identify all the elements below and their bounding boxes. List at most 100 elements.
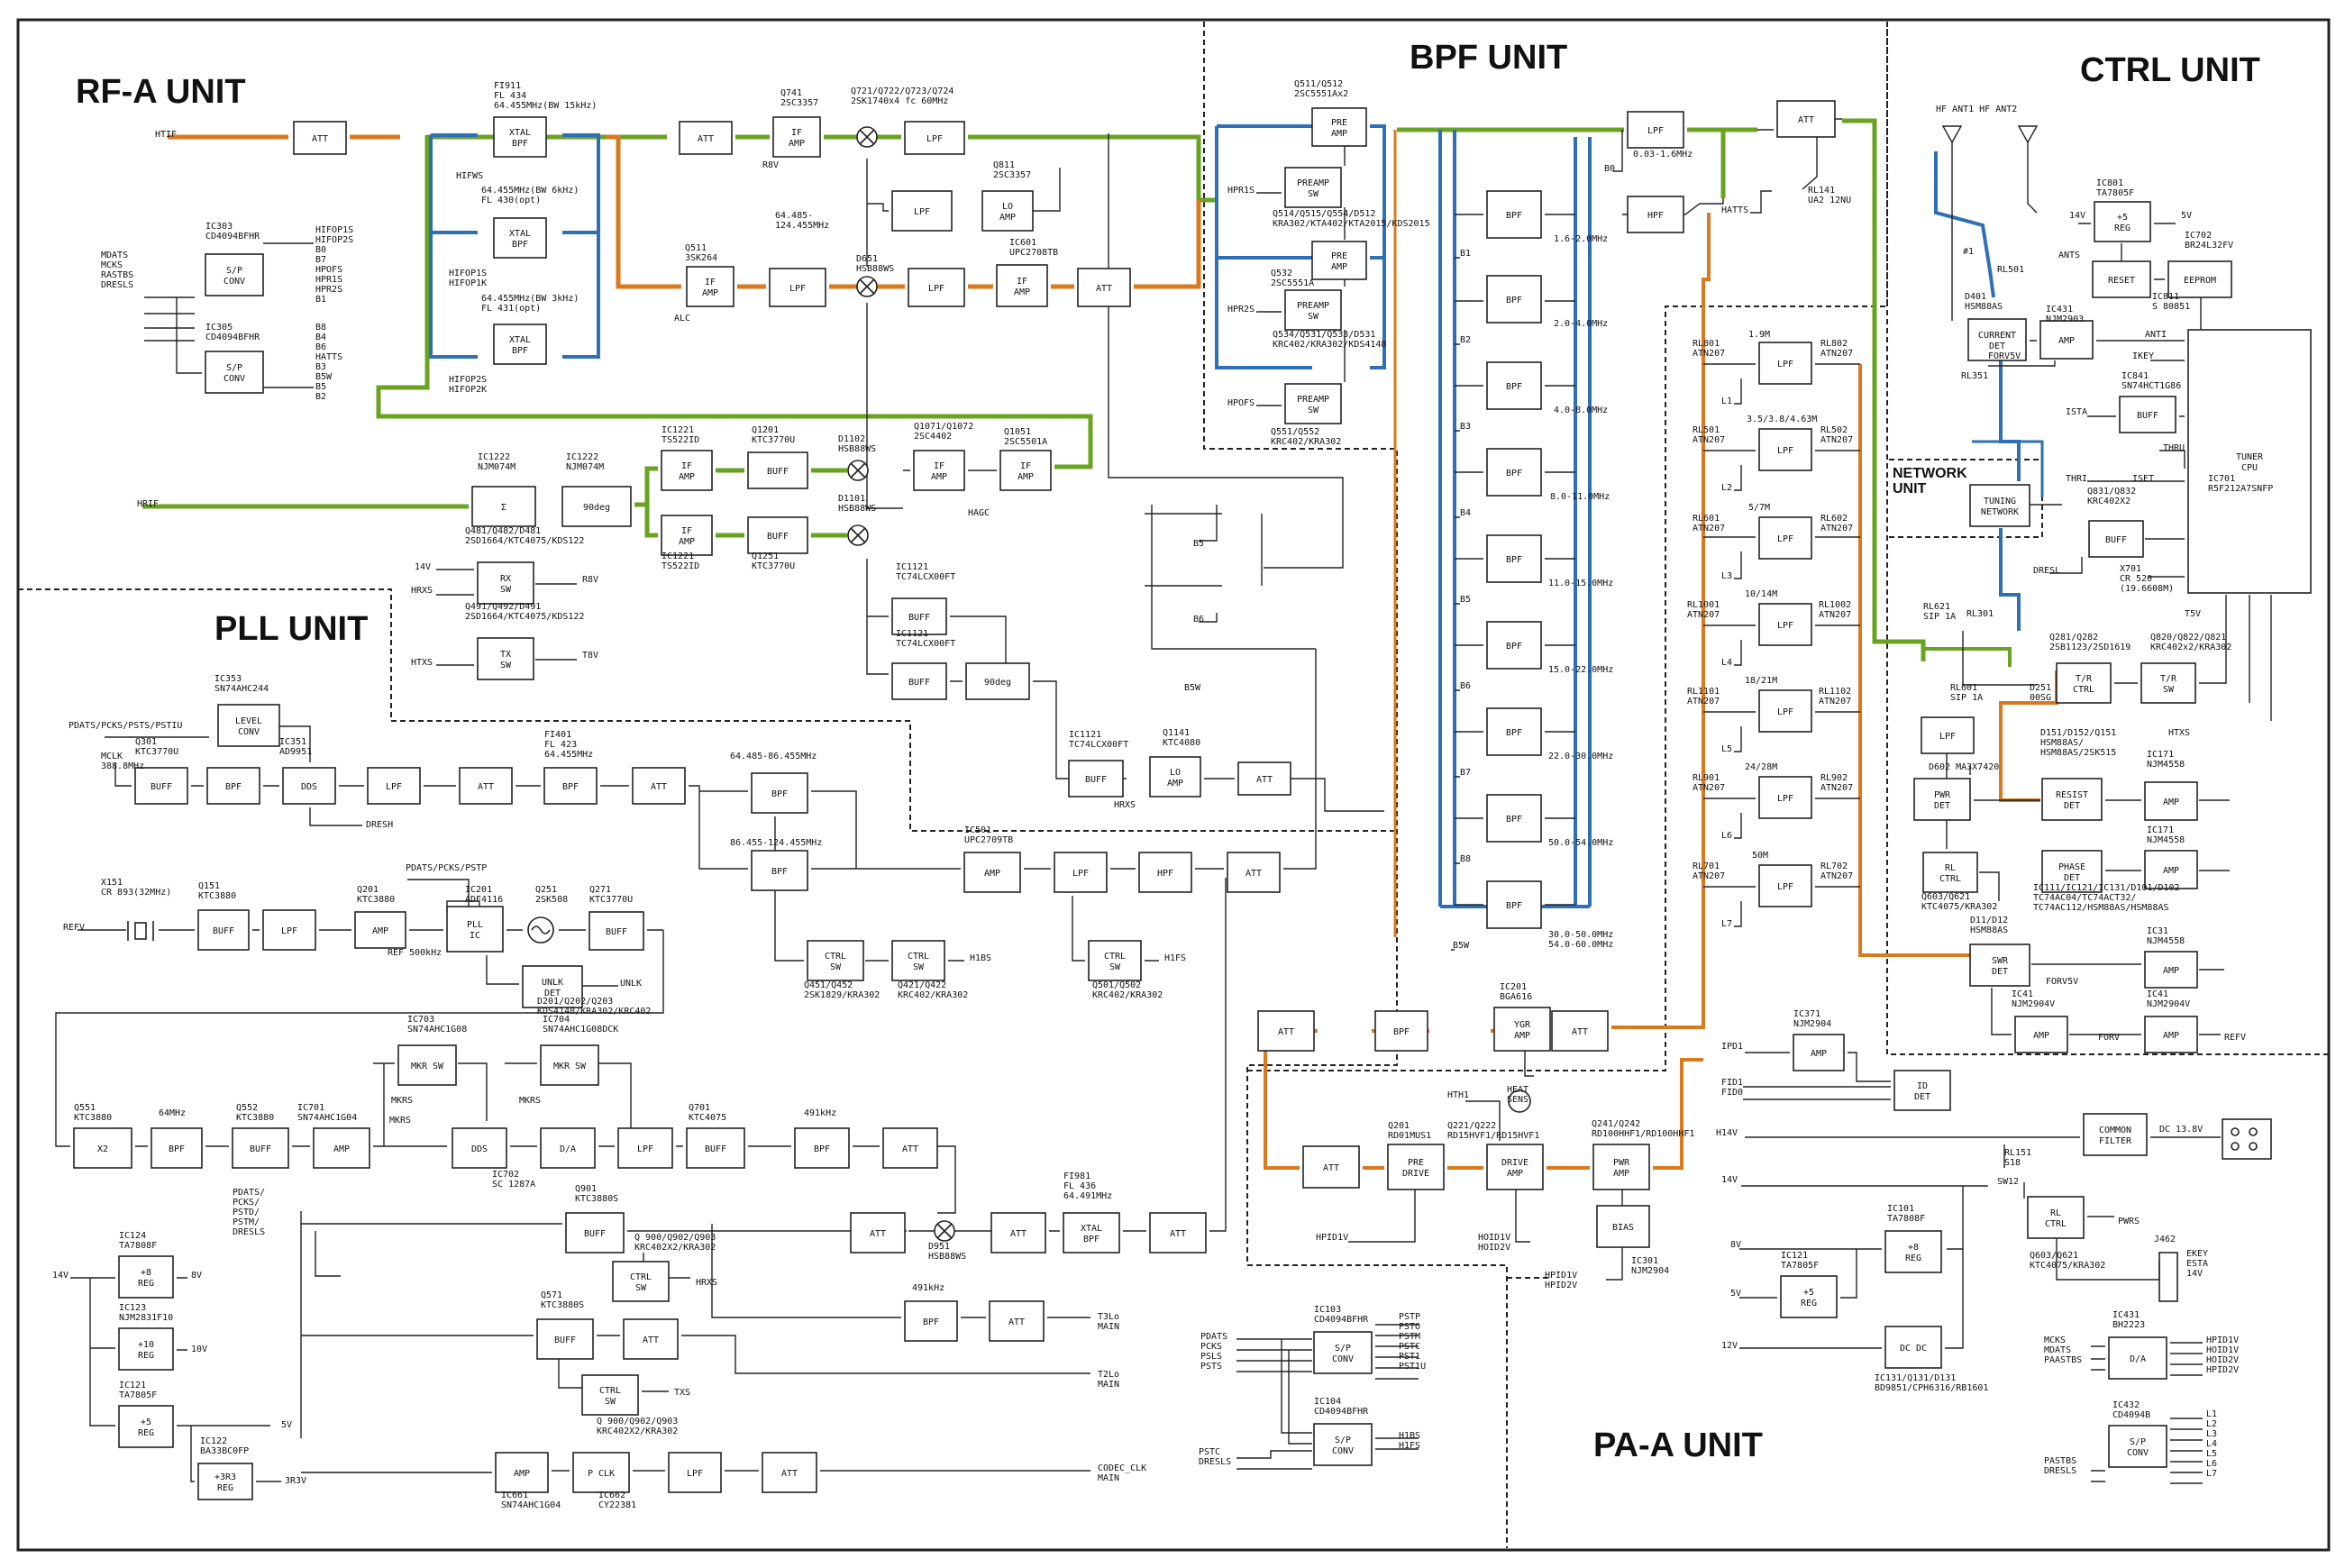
block-box	[913, 450, 965, 491]
block-lpf-if2: LPF	[908, 268, 965, 307]
block-label: BPF	[1506, 901, 1522, 911]
block-dc-dc: DC DC	[1884, 1326, 1942, 1369]
block-label: BPF	[923, 1317, 939, 1327]
unit-title-rfa: RF-A UNIT	[76, 73, 246, 111]
block-rfa-att-in: ATT	[293, 121, 347, 155]
block-bpf-491k-2: BPF	[904, 1300, 958, 1342]
annotation-label: HRXS	[411, 586, 433, 596]
annotation-label: B0	[1604, 164, 1615, 174]
block-box	[477, 561, 534, 605]
block-buff-q1251: BUFF	[747, 516, 808, 554]
block-label: MKR SW	[553, 1062, 587, 1071]
annotation-label: L4	[1721, 658, 1732, 668]
block-lpf-mix-out: LPF	[904, 121, 965, 155]
block-label: LPF	[789, 284, 806, 294]
block-label: ATT	[870, 1229, 886, 1239]
block-box	[1969, 484, 2030, 527]
block-lpf-bpf-out: LPF	[1627, 111, 1684, 149]
block-box	[2092, 260, 2151, 298]
block-label: BUFF	[606, 927, 627, 937]
block-label: BPF	[1393, 1027, 1410, 1037]
block-box	[2083, 1113, 2148, 1156]
annotation-label: B6	[1460, 681, 1471, 691]
annotation-label: B1	[1460, 249, 1471, 259]
annotation-label: B2	[1460, 335, 1471, 345]
block-label: LPF	[281, 926, 297, 936]
block-label: AMP	[372, 926, 388, 936]
block-label: BPF	[1506, 642, 1522, 652]
annotation-label: 5V	[2181, 211, 2192, 221]
block-box	[612, 1261, 670, 1302]
block-box	[1486, 707, 1542, 756]
block-box	[1922, 852, 1978, 893]
block-box	[1758, 776, 1812, 819]
block-box	[354, 911, 406, 949]
block-label: ATT	[312, 134, 328, 144]
block-dds-ic702: DDS	[452, 1127, 507, 1169]
block-box	[1884, 1230, 1942, 1273]
block-box	[2144, 951, 2198, 989]
block-mkr-sw-1: MKR SW	[397, 1044, 457, 1086]
block-box	[1486, 534, 1542, 583]
block-label: BUFF	[767, 467, 789, 477]
annotation-label: IKEY	[2132, 351, 2154, 361]
block-box	[999, 450, 1052, 491]
block-box	[2144, 781, 2198, 821]
block-label: LPF	[928, 284, 944, 294]
block-box	[1387, 1144, 1445, 1190]
annotation-label: R8V	[762, 160, 779, 170]
annotation-label: L1	[1721, 397, 1732, 406]
annotation-label: FORV5V	[2046, 977, 2078, 987]
annotation-label: FORV	[2098, 1033, 2120, 1043]
block-box	[1486, 1144, 1544, 1190]
annotation-label: RL351	[1961, 371, 1988, 381]
block-pa-att-3: ATT	[1302, 1145, 1360, 1189]
block-box	[1884, 1326, 1942, 1369]
block-box	[197, 909, 250, 951]
block-box	[2108, 1425, 2167, 1468]
block-label: LPF	[687, 1469, 703, 1479]
annotation-label: ANTI	[2145, 330, 2167, 340]
annotation-label: 0.03-1.6MHz	[1633, 150, 1693, 160]
block-box	[1493, 1007, 1551, 1052]
block-box	[540, 1127, 596, 1169]
annotation-label: HATTS	[1721, 205, 1748, 215]
annotation-label: B5	[1193, 539, 1204, 549]
block-box	[623, 1318, 679, 1360]
wires	[55, 118, 2272, 1484]
block-box	[118, 1327, 174, 1371]
block-label: BPF	[1506, 296, 1522, 305]
